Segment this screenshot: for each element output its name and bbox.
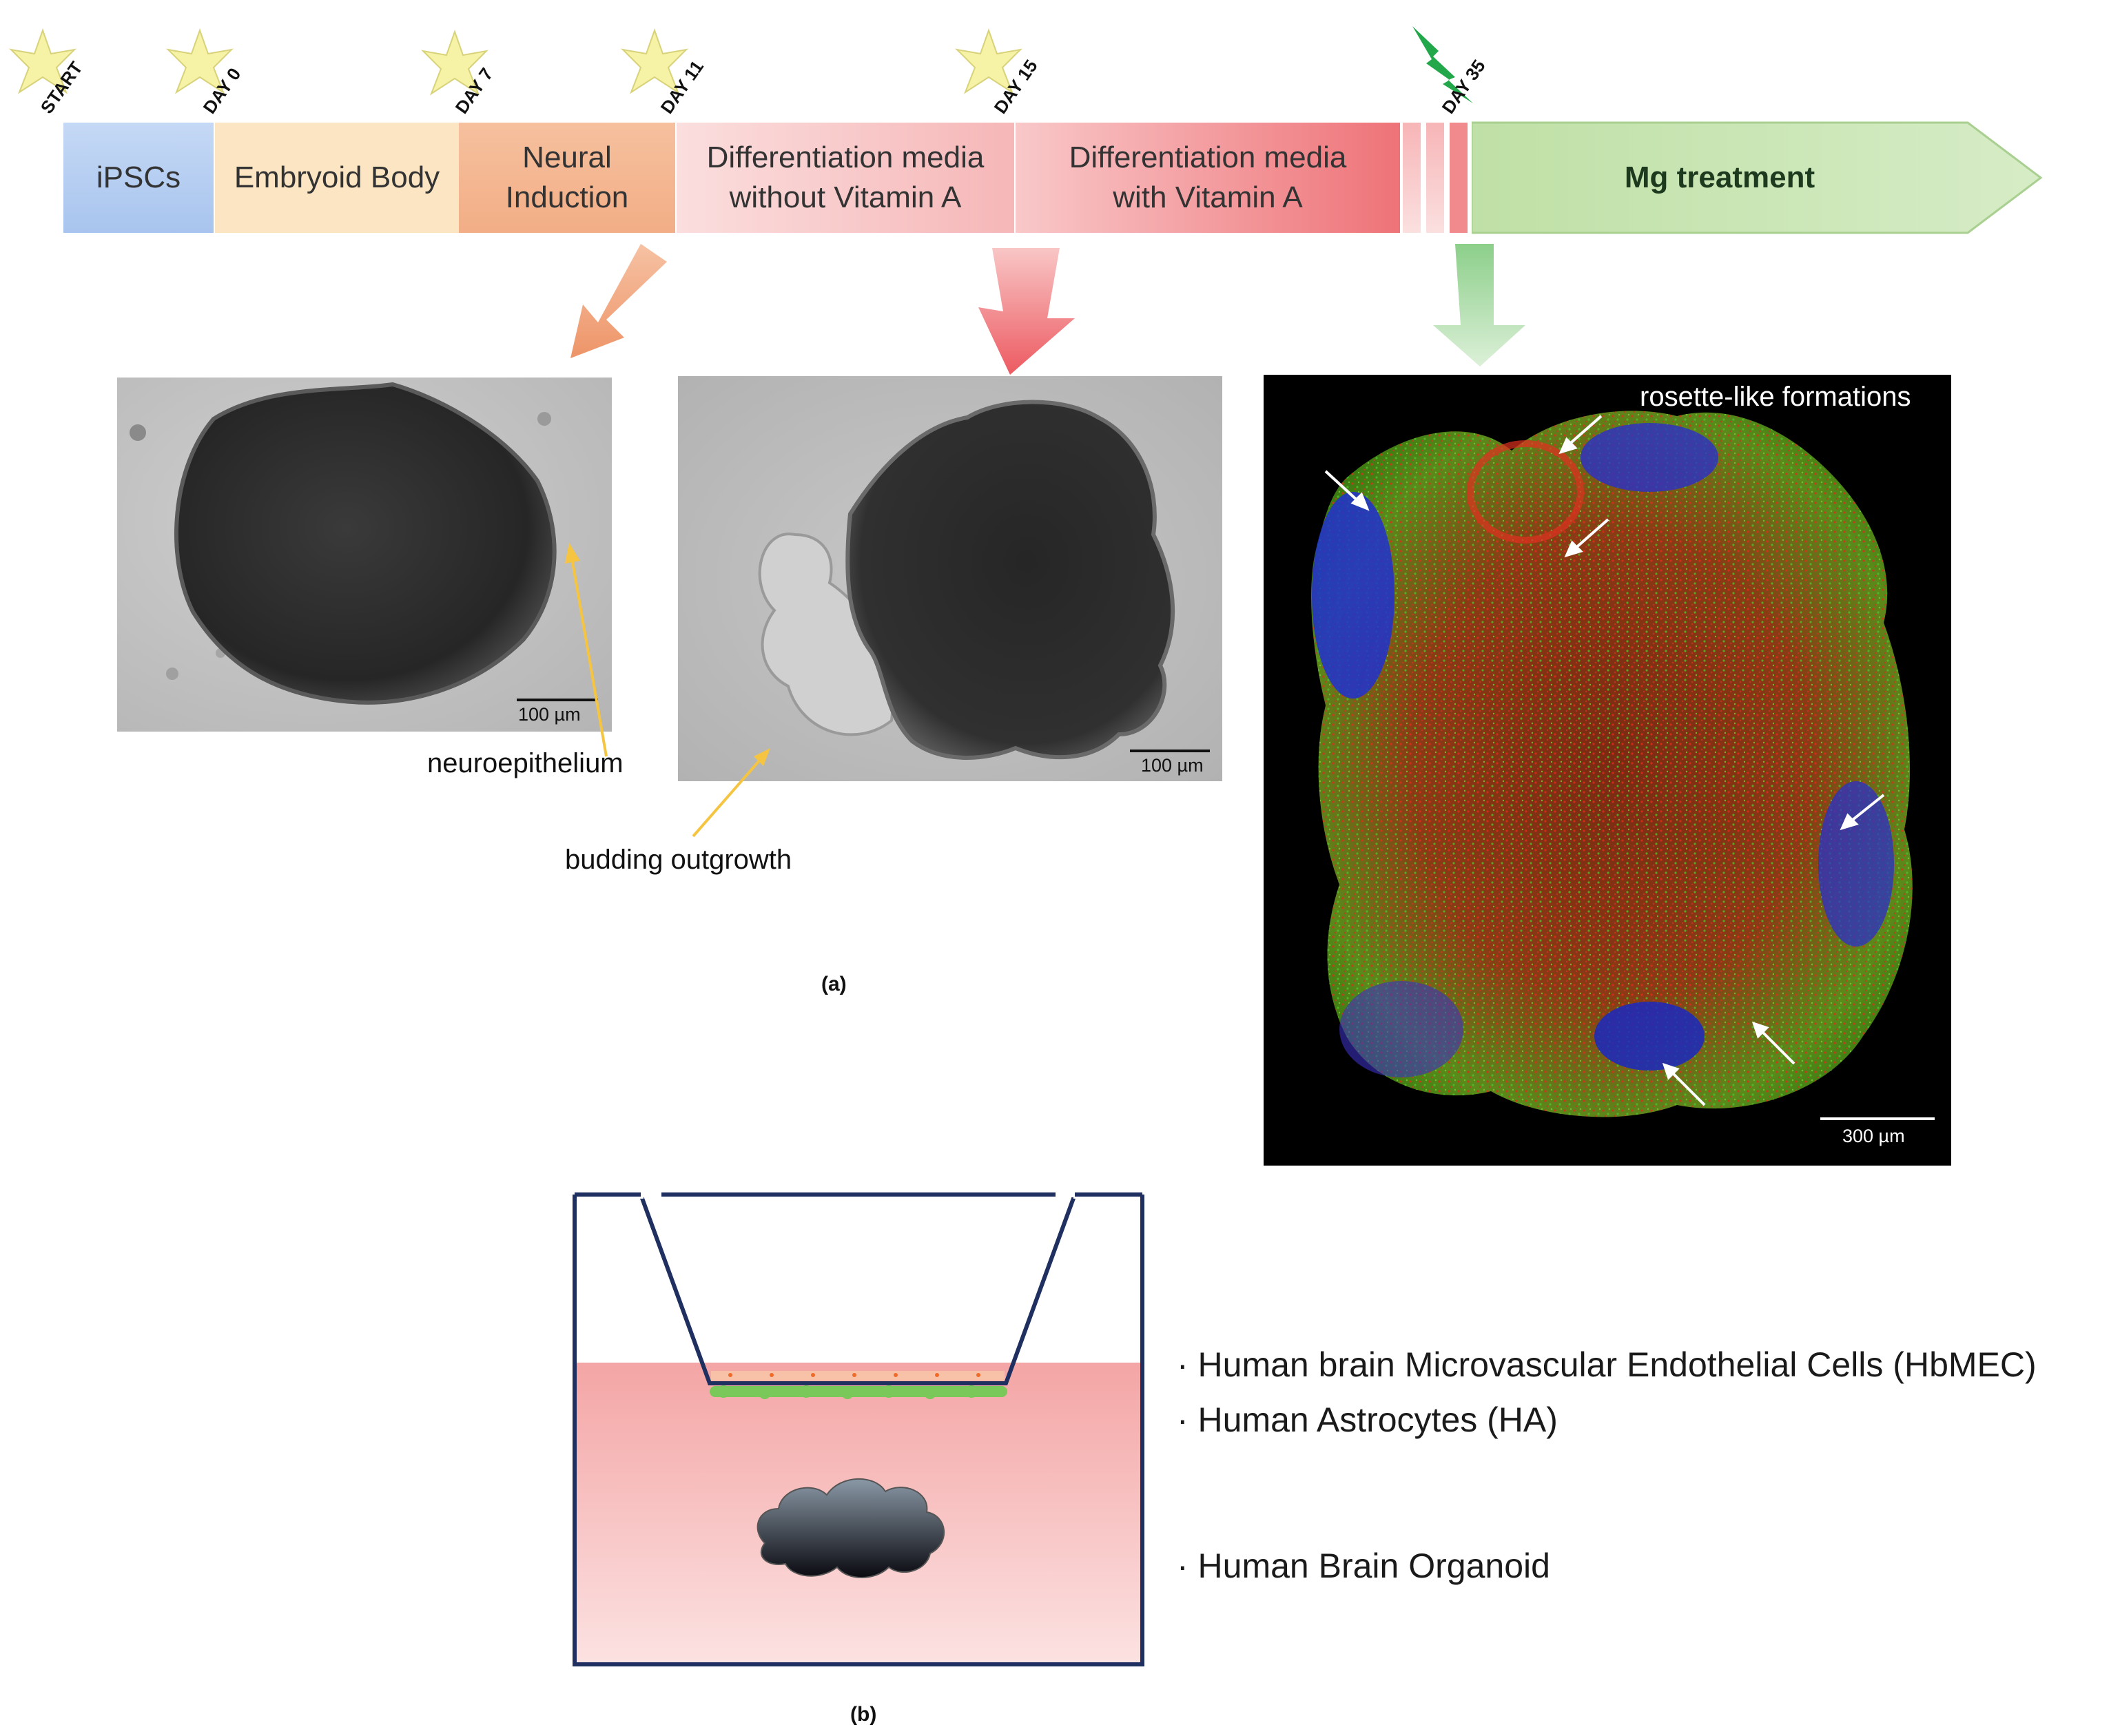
stage-embryoid-body: Embryoid Body	[215, 123, 459, 233]
stage-ipscs: iPSCs	[63, 123, 214, 233]
legend-astrocytes: · Human Astrocytes (HA)	[1177, 1401, 1558, 1439]
organoid-blob	[130, 382, 557, 705]
organoid-blob	[758, 400, 1175, 760]
stage-diff-without-vitamin-a: Differentiation media without Vitamin A	[677, 123, 1014, 233]
scale-label: 100 µm	[518, 704, 581, 725]
milestone-markers	[10, 26, 1473, 103]
transwell-diagram	[570, 1185, 1146, 1666]
stage-mg-treatment: Mg treatment	[1472, 123, 1968, 233]
astrocyte-layer	[710, 1385, 1007, 1399]
micrograph-day-15: 100 µm	[678, 376, 1222, 781]
stage-neural-induction: Neural Induction	[459, 123, 675, 233]
arrow-to-micrograph-2	[978, 248, 1075, 375]
stage-label: Differentiation media with Vitamin A	[1069, 141, 1347, 214]
scale-bar	[517, 699, 598, 701]
legend-hbmec: · Human brain Microvascular Endothelial …	[1177, 1345, 2037, 1384]
stage-label: iPSCs	[96, 161, 181, 194]
organoid-fluorescence	[1311, 411, 1913, 1117]
stage-label: Mg treatment	[1624, 161, 1815, 194]
stage-mg-treatment-arrow	[1472, 121, 2043, 234]
annotation-arrows	[565, 543, 770, 838]
label-budding-outgrowth: budding outgrowth	[565, 845, 792, 875]
hbmec-layer	[711, 1371, 1005, 1381]
caption-a: (a)	[821, 973, 847, 995]
scale-bar	[1130, 750, 1210, 752]
transwell-insert	[637, 1192, 1078, 1385]
arrow-to-fluorescence	[1433, 244, 1525, 366]
scale-bar	[1820, 1117, 1935, 1120]
scale-label: 100 µm	[1141, 755, 1204, 776]
arrow-to-micrograph-1	[570, 244, 667, 358]
stage-diff-with-vitamin-a: Differentiation media with Vitamin A	[1016, 123, 1400, 233]
stage-arrows	[570, 244, 1525, 375]
lightning-icon	[1412, 26, 1473, 103]
stage-label: Neural Induction	[505, 141, 629, 214]
label-rosette-like-formations: rosette-like formations	[1640, 382, 1911, 412]
fluorescence-image: rosette-like formations 300 µm	[1264, 375, 1951, 1166]
caption-b: (b)	[850, 1703, 877, 1726]
micrograph-day-11: 100 µm	[117, 378, 612, 732]
stage-label: Differentiation media without Vitamin A	[706, 141, 985, 214]
timeline-break	[1403, 123, 1468, 233]
stage-label: Embryoid Body	[234, 161, 440, 194]
brain-organoid-icon	[757, 1478, 945, 1578]
label-neuroepithelium: neuroepithelium	[427, 748, 624, 778]
legend-brain-organoid: · Human Brain Organoid	[1177, 1547, 1550, 1585]
scale-label: 300 µm	[1842, 1126, 1905, 1146]
